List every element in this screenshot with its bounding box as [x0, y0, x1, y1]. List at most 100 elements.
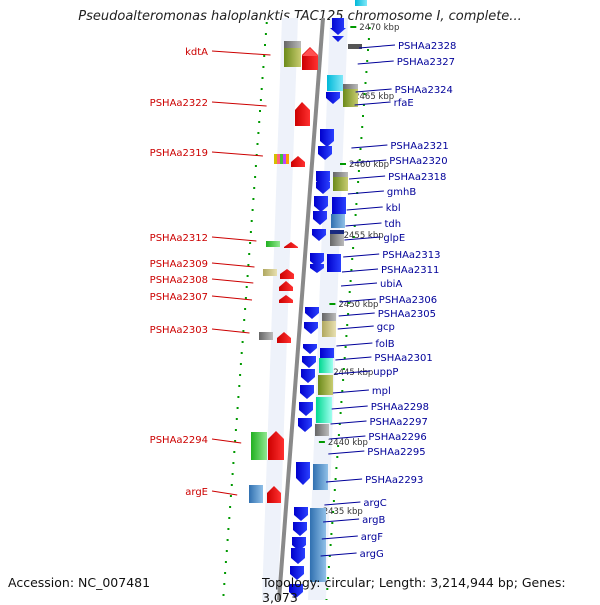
right-gene-label[interactable]: argB — [362, 515, 385, 526]
right-gene-label[interactable]: mpl — [372, 386, 391, 397]
gene-features[interactable] — [249, 0, 367, 598]
gene-PSHAa2322[interactable] — [295, 102, 310, 126]
gene-PSHAa2311[interactable] — [327, 254, 341, 272]
gene-gray-cap[interactable] — [284, 41, 301, 48]
right-gene-label[interactable]: argC — [363, 498, 386, 509]
right-gene-label[interactable]: PSHAa2295 — [367, 447, 425, 458]
gene-argC[interactable] — [294, 507, 308, 521]
gene-PSHAa2293-body[interactable] — [313, 464, 328, 490]
gene-labels[interactable]: kdtA PSHAa2322PSHAa2319PSHAa2312PSHAa2309… — [150, 41, 457, 560]
gene-reverse-arrow[interactable] — [316, 182, 330, 194]
right-gene-label[interactable]: PSHAa2311 — [381, 265, 439, 276]
gene-uppP[interactable] — [319, 358, 333, 373]
right-gene-label[interactable]: PSHAa2318 — [388, 172, 446, 183]
right-gene-label[interactable]: ubiA — [380, 279, 402, 290]
gene-argF[interactable] — [292, 537, 306, 551]
gene-PSHAa2306[interactable] — [305, 307, 319, 319]
gene-PSHAa2320[interactable] — [318, 146, 332, 160]
gene-forward-arrow[interactable] — [284, 242, 298, 248]
right-gene-label[interactable]: PSHAa2327 — [397, 57, 455, 68]
gene-arg-operon[interactable] — [310, 508, 326, 582]
gene-PSHAa2324[interactable] — [327, 75, 343, 91]
gene-forward-arrow[interactable] — [291, 156, 305, 167]
gene-forward-arrow[interactable] — [277, 332, 291, 343]
gene-glpE[interactable] — [312, 229, 326, 241]
left-gene-label[interactable]: argE — [185, 487, 208, 498]
left-gene-label[interactable]: PSHAa2294 — [150, 435, 208, 446]
gene-folB[interactable] — [303, 344, 317, 354]
gene-argB[interactable] — [293, 522, 307, 536]
gene-PSHAa2305[interactable] — [322, 313, 336, 321]
right-gene-label[interactable]: gcp — [377, 322, 395, 333]
gene-gray-cap[interactable] — [343, 84, 358, 89]
right-gene-label[interactable]: PSHAa2320 — [389, 156, 447, 167]
gene-forward-arrow[interactable] — [279, 295, 293, 303]
gene-gray[interactable] — [348, 44, 362, 49]
right-gene-label[interactable]: kbl — [386, 203, 401, 214]
left-gene-label[interactable]: PSHAa2312 — [150, 233, 208, 244]
gene-reverse-arrow[interactable] — [301, 369, 315, 383]
gene-PSHAa2293[interactable] — [296, 462, 310, 485]
gene-PSHAa2308[interactable] — [280, 269, 294, 279]
gene-forward-arrow[interactable] — [267, 486, 281, 503]
left-gene-label[interactable]: PSHAa2303 — [150, 325, 208, 336]
gene-PSHAa2295[interactable] — [315, 424, 329, 436]
gene-PSHAa2312[interactable] — [266, 241, 280, 247]
gene-forward-arrow[interactable] — [268, 431, 284, 460]
gene-PSHAa2307[interactable] — [279, 281, 293, 291]
right-gene-label[interactable]: tdh — [385, 219, 402, 230]
right-gene-label[interactable]: rfaE — [394, 98, 414, 109]
right-gene-label[interactable]: PSHAa2321 — [390, 141, 448, 152]
gene-reverse-arrow[interactable] — [289, 584, 303, 598]
right-gene-label[interactable]: argG — [360, 549, 384, 560]
right-gene-label[interactable]: PSHAa2324 — [395, 85, 453, 96]
right-gene-label[interactable]: folB — [375, 339, 394, 350]
gene-reverse-arrow[interactable] — [300, 385, 314, 399]
right-gene-label[interactable]: PSHAa2298 — [371, 402, 429, 413]
gene-PSHAa2296[interactable] — [298, 418, 312, 432]
left-gene-label[interactable]: PSHAa2319 — [150, 148, 208, 159]
left-gene-label[interactable]: PSHAa2307 — [150, 292, 208, 303]
right-gene-label[interactable]: PSHAa2328 — [398, 41, 456, 52]
gene-argE[interactable] — [249, 485, 263, 503]
gene-PSHAa2309[interactable] — [263, 269, 277, 276]
gene-glpE-cap[interactable] — [330, 230, 344, 234]
gene-reverse-arrow[interactable] — [310, 264, 324, 273]
left-gene-label[interactable]: PSHAa2309 — [150, 259, 208, 270]
gene-reverse-arrow[interactable] — [326, 92, 340, 104]
right-gene-label[interactable]: PSHAa2301 — [374, 353, 432, 364]
gene-PSHAa2298[interactable] — [316, 397, 332, 423]
gene-reverse-arrow[interactable] — [290, 566, 304, 580]
gene-kbl-body[interactable] — [332, 197, 346, 214]
right-gene-label[interactable]: gmhB — [387, 187, 416, 198]
right-gene-label[interactable]: PSHAa2306 — [379, 295, 437, 306]
gene-PSHAa2321[interactable] — [320, 129, 334, 147]
right-gene-label[interactable]: PSHAa2296 — [368, 432, 426, 443]
left-gene-label[interactable]: PSHAa2308 — [150, 275, 208, 286]
gene-tdh-body[interactable] — [331, 214, 345, 228]
gene-PSHAa2301[interactable] — [320, 348, 334, 358]
gene-gcp[interactable] — [322, 321, 336, 337]
right-gene-label[interactable]: uppP — [373, 367, 398, 378]
right-gene-label[interactable]: PSHAa2305 — [378, 309, 436, 320]
gene-kbl[interactable] — [314, 196, 328, 212]
gene-PSHAa2294[interactable] — [251, 432, 267, 460]
right-gene-label[interactable]: PSHAa2313 — [382, 250, 440, 261]
gene-PSHAa2319[interactable] — [274, 154, 289, 164]
right-gene-label[interactable]: PSHAa2297 — [370, 417, 428, 428]
left-gene-label[interactable]: PSHAa2322 — [150, 98, 208, 109]
right-gene-label[interactable]: PSHAa2293 — [365, 475, 423, 486]
gene-reverse-arrow[interactable] — [304, 322, 318, 334]
gene-reverse-arrow[interactable] — [332, 36, 344, 42]
gene-PSHAa2313[interactable] — [310, 253, 324, 267]
gene-mpl[interactable] — [318, 375, 333, 395]
left-gene-label[interactable]: kdtA — [185, 47, 208, 58]
gene-rfaE[interactable] — [343, 86, 358, 107]
gene-reverse-arrow[interactable] — [302, 356, 316, 368]
gene-argG[interactable] — [291, 548, 305, 564]
right-gene-label[interactable]: argF — [361, 532, 383, 543]
gene-reverse-arrow[interactable] — [330, 18, 346, 35]
gene-forward-arrow[interactable] — [302, 48, 318, 56]
right-gene-label[interactable]: glpE — [383, 233, 405, 244]
